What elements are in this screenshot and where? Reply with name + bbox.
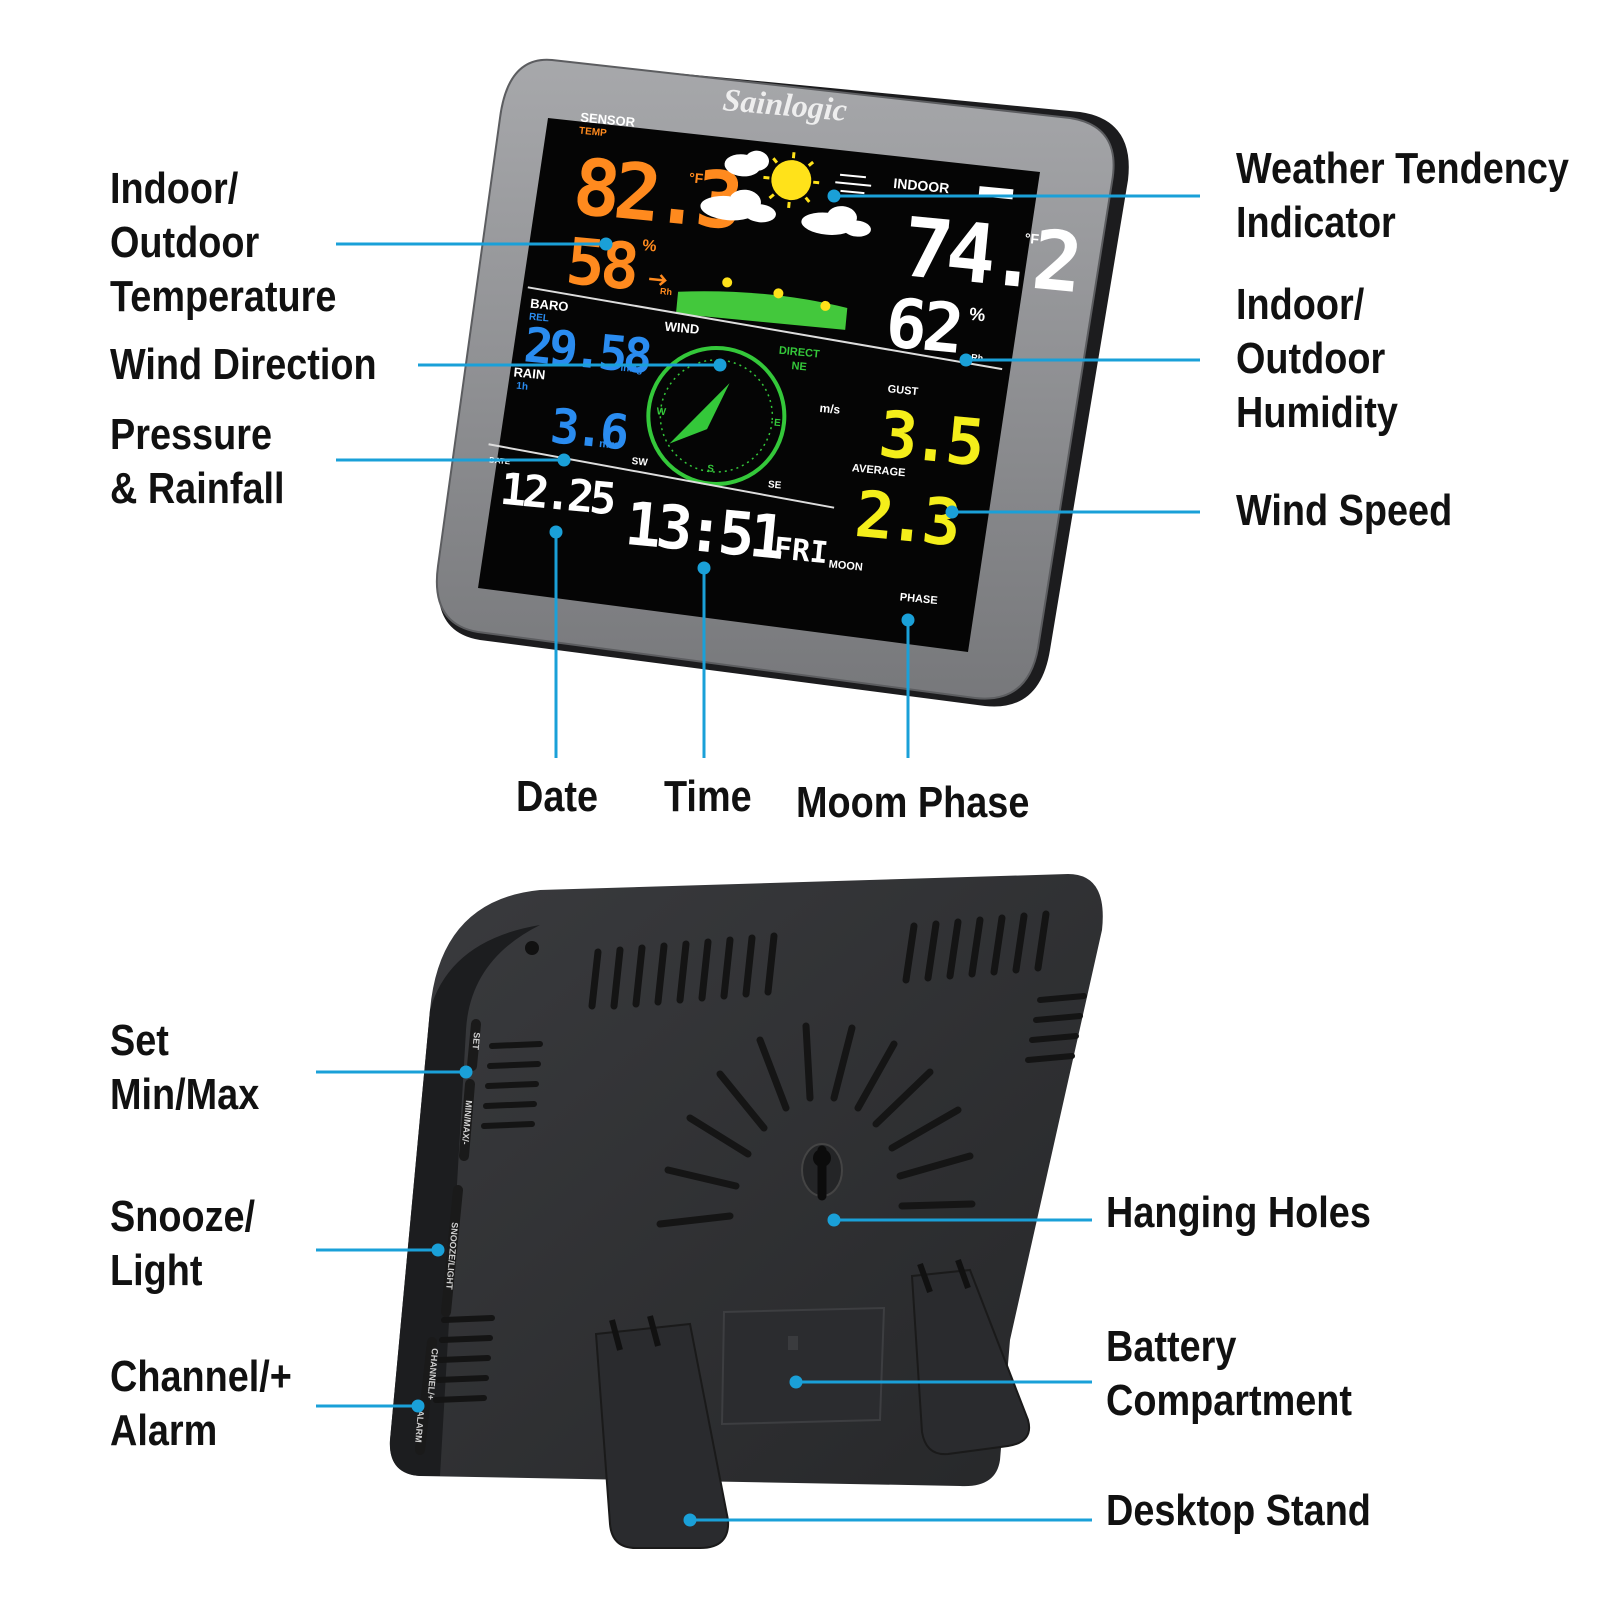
label-date: Date [516, 772, 599, 821]
lcd-screen [478, 118, 1040, 652]
cloud-icon [700, 150, 871, 237]
rain-value: 3.6 [548, 398, 630, 461]
label-hanging-holes: Hanging Holes [1106, 1188, 1371, 1237]
stand-leg-left [594, 1322, 730, 1549]
gust-value: 3.5 [876, 398, 985, 481]
wind-direction-arrow-icon [669, 383, 730, 444]
label-channel-alarm: Channel/+Alarm [110, 1352, 292, 1455]
svg-text:W: W [656, 406, 667, 418]
indoor-temperature-value: 74.2 [899, 200, 1081, 311]
outdoor-humidity-trend-arrow-icon [649, 274, 667, 286]
stand-leg-right [910, 1268, 1030, 1456]
grass-flowers-icon [675, 277, 848, 330]
svg-text:S: S [707, 463, 715, 475]
average-label: AVERAGE [851, 462, 905, 479]
date-value: 12.25 [498, 464, 616, 526]
gust-label: GUST [887, 383, 919, 398]
hanging-hole [801, 1143, 843, 1201]
label-desktop-stand: Desktop Stand [1106, 1486, 1371, 1535]
minmax-button[interactable] [459, 1079, 475, 1161]
back-vent-slots-top-right [902, 910, 1050, 984]
back-housing-side-edge [389, 925, 540, 1476]
svg-text:SE: SE [767, 479, 782, 491]
rel-label: REL [528, 312, 549, 325]
back-radial-vent [656, 1022, 976, 1228]
indoor-label: INDOOR [893, 175, 950, 196]
back-vent-slots-right [1025, 993, 1087, 1063]
back-screw-hole [525, 941, 539, 955]
back-device-housing: SET MIN/MAX/- SNOOZE/LIGHT CHANNEL/+ ALA… [389, 874, 1103, 1549]
outdoor-humidity-unit: % [642, 237, 658, 255]
time-value: 13:51 [622, 489, 786, 574]
weather-forecast-icon [700, 150, 872, 237]
indoor-humidity-unit: % [968, 304, 986, 325]
sun-icon [771, 160, 812, 201]
set-button-label: SET [470, 1032, 482, 1051]
sensor-label: SENSOR [580, 110, 637, 130]
svg-text:E: E [773, 418, 781, 430]
direct-label: DIRECT [778, 345, 820, 361]
minmax-button-label: MIN/MAX/- [460, 1100, 474, 1145]
back-vent-slots-top-left [588, 932, 778, 1010]
label-wind-speed: Wind Speed [1236, 486, 1453, 535]
temp-label: TEMP [579, 126, 608, 140]
pressure-value: 29.58 [522, 317, 652, 385]
indoor-temp-unit: °F [1024, 230, 1040, 247]
back-vent-slots-left [433, 1041, 543, 1403]
battery-latch [788, 1336, 798, 1350]
svg-text:SW: SW [631, 456, 649, 469]
channel-alarm-button[interactable] [415, 1337, 437, 1455]
screen-divider-bottom [488, 443, 835, 509]
outdoor-humidity-value: 58 [563, 225, 639, 305]
wind-speed-unit: m/s [819, 401, 841, 417]
outdoor-humidity-rh: Rh [660, 286, 673, 297]
alarm-button-label: ALARM [413, 1410, 426, 1443]
wind-direction-value: NE [791, 360, 807, 373]
desktop-stand [594, 1258, 1030, 1549]
callout-lines [316, 189, 1200, 1527]
phase-label: PHASE [899, 591, 938, 607]
wind-label: WIND [664, 319, 700, 337]
outdoor-temp-unit: °F [688, 169, 704, 186]
weekday-value: FRI [772, 531, 829, 571]
label-moon-phase: Moom Phase [796, 778, 1030, 827]
outdoor-temperature-value: 82.3 [569, 142, 742, 247]
average-value: 2.3 [852, 478, 961, 561]
label-wind-direction: Wind Direction [110, 340, 377, 389]
indoor-humidity-rh: Rh [971, 352, 984, 363]
set-button[interactable] [467, 1019, 481, 1071]
rain-unit: mm [599, 438, 620, 452]
label-time: Time [664, 772, 752, 821]
wind-tendency-icon [835, 173, 872, 195]
screen-divider-top [527, 286, 1003, 371]
rain-label: RAIN [513, 364, 546, 382]
moon-label: MOON [828, 558, 863, 573]
front-display-device: Sainlogic SENSOR TEMP 82.3 °F 58 % Rh [435, 58, 1129, 707]
snooze-light-button[interactable] [441, 1185, 463, 1317]
label-pressure-rainfall: Pressure& Rainfall [110, 410, 285, 513]
side-buttons: SET MIN/MAX/- SNOOZE/LIGHT CHANNEL/+ ALA… [413, 1019, 482, 1455]
rain-period: 1h [516, 381, 529, 393]
channel-button-label: CHANNEL/+ [425, 1348, 439, 1400]
wind-compass: N E S W SW SE [631, 345, 787, 492]
baro-label: BARO [530, 296, 570, 315]
indoor-humidity-value: 62 [882, 284, 963, 370]
label-snooze-light: Snooze/Light [110, 1192, 256, 1295]
battery-compartment [720, 1306, 886, 1426]
